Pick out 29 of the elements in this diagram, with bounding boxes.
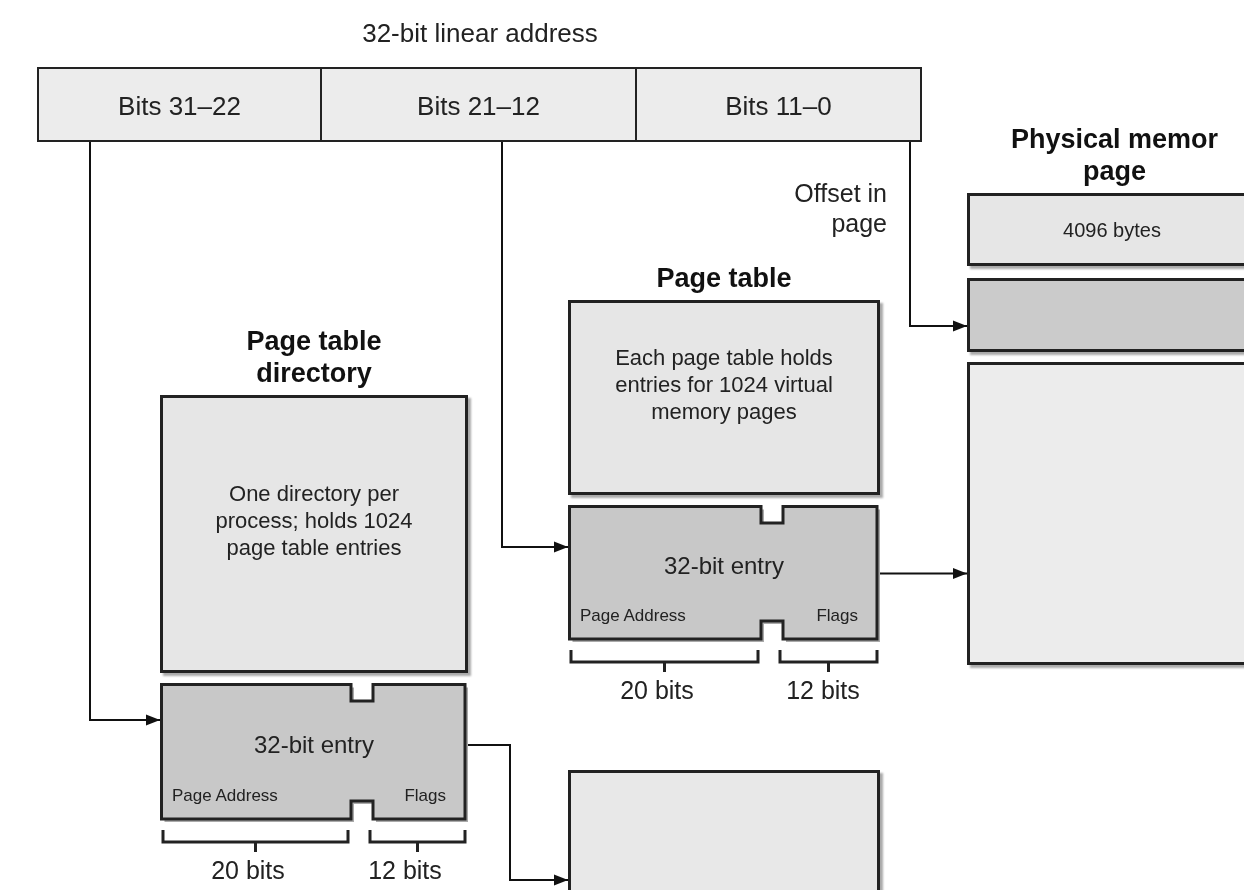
address-field: Bits 21–12 — [322, 67, 637, 142]
panel-heading: Page table directory — [245, 325, 383, 389]
panel-text: 4096 bytes — [1062, 218, 1162, 243]
annotation-text: Offset in page — [793, 178, 887, 238]
arrow — [467, 744, 569, 886]
panel-text: One directory per process; holds 1024 page table entries — [214, 480, 414, 561]
entry-label: 32-bit entry — [662, 551, 786, 580]
field-label: Flags — [816, 606, 858, 626]
bit-width-label: 12 bits — [785, 675, 861, 705]
field-label: Page Address — [580, 606, 686, 626]
field-label: Page Address — [172, 786, 278, 806]
field-label: Flags — [404, 786, 446, 806]
memory-box — [967, 362, 1244, 665]
address-field: Bits 31–22 — [37, 67, 322, 142]
arrow — [89, 141, 161, 726]
entry-label: 32-bit entry — [252, 730, 376, 759]
panel-heading: Physical memor page — [1009, 123, 1220, 187]
panel-heading: Page table — [655, 262, 793, 294]
memory-box — [967, 278, 1244, 352]
memory-box — [568, 770, 880, 890]
bit-width-label: 20 bits — [619, 675, 695, 705]
bit-width-label: 20 bits — [210, 855, 286, 885]
bit-width-label: 12 bits — [367, 855, 443, 885]
panel-text: Each page table holds entries for 1024 virtual memory pages — [614, 343, 834, 425]
arrow — [879, 567, 968, 580]
arrow — [909, 141, 968, 332]
arrow — [501, 141, 569, 553]
address-field: Bits 11–0 — [637, 67, 922, 142]
title: 32-bit linear address — [361, 18, 599, 49]
